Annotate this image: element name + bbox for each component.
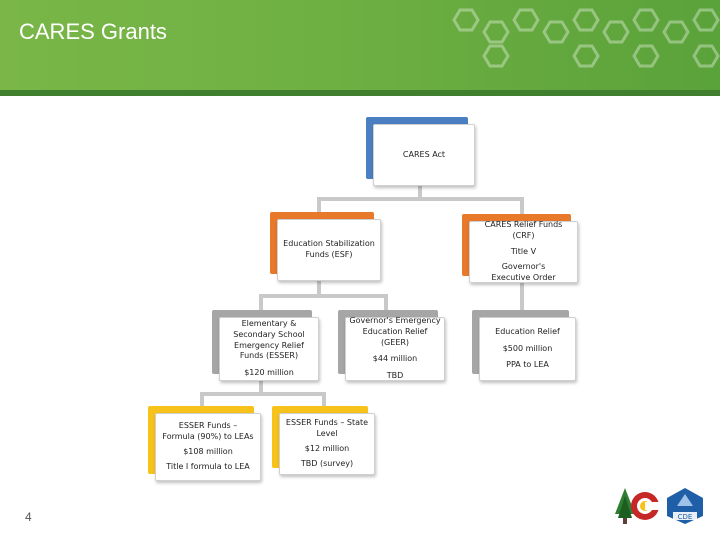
svg-text:CDE: CDE	[678, 513, 693, 521]
node-note: Title I formula to LEA	[166, 461, 250, 471]
colorado-logo-icon	[615, 488, 659, 524]
connector-esf-v	[317, 197, 321, 213]
node-box: ESSER Funds – State Level $12 million TB…	[279, 413, 375, 475]
connector-crf-down	[520, 282, 524, 310]
node-box: ESSER Funds – Formula (90%) to LEAs $108…	[155, 413, 261, 481]
connector-root-h	[317, 197, 523, 201]
node-box: CARES Relief Funds (CRF) Title V Governo…	[469, 220, 578, 283]
connector-state-v	[322, 392, 326, 406]
node-note: TBD (survey)	[300, 458, 354, 468]
node-box: Education Relief $500 million PPA to LEA	[479, 317, 576, 381]
connector-esf-down	[317, 280, 321, 296]
node-subline: Title V	[510, 246, 537, 256]
node-label: ESSER Funds – State Level	[285, 418, 369, 439]
node-note: PPA to LEA	[506, 360, 549, 370]
connector-esser-h	[200, 392, 325, 396]
node-amount: $108 million	[183, 447, 233, 456]
node-box: Education Stabilization Funds (ESF)	[277, 219, 381, 281]
node-label: CARES Act	[402, 149, 446, 159]
node-box: CARES Act	[373, 124, 475, 186]
connector-esser-down	[259, 379, 263, 394]
cde-logo-icon: CDE	[667, 488, 703, 524]
connector-esf-h	[259, 294, 387, 298]
connector-esser-v	[259, 294, 263, 310]
node-amount: $500 million	[502, 343, 553, 353]
slide-title: CARES Grants	[19, 19, 167, 44]
node-label: Governor's Emergency Education Relief (G…	[349, 316, 441, 347]
header-band	[0, 90, 720, 96]
slide-number: 4	[25, 510, 32, 524]
connector-root-v	[418, 185, 422, 199]
node-subline: Governor's Executive Order	[491, 262, 556, 283]
node-box: Governor's Emergency Education Relief (G…	[345, 316, 445, 381]
node-note: TBD	[386, 371, 404, 381]
connector-formula-v	[200, 392, 204, 406]
node-label: Education Stabilization Funds (ESF)	[283, 239, 375, 259]
node-label: CARES Relief Funds (CRF)	[484, 220, 563, 240]
node-box: Elementary & Secondary School Emergency …	[219, 317, 319, 381]
node-label: Elementary & Secondary School Emergency …	[233, 319, 305, 361]
node-label: Education Relief	[495, 326, 560, 336]
header-bar: CARES Grants	[0, 0, 720, 90]
connector-geer-v	[384, 294, 388, 310]
connector-crf-v	[520, 197, 524, 215]
hexagon-pattern-decoration	[452, 8, 720, 68]
node-label: ESSER Funds – Formula (90%) to LEAs	[162, 421, 254, 442]
node-amount: $12 million	[304, 444, 350, 453]
node-amount: $120 million	[244, 368, 294, 378]
node-amount: $44 million	[372, 354, 418, 364]
